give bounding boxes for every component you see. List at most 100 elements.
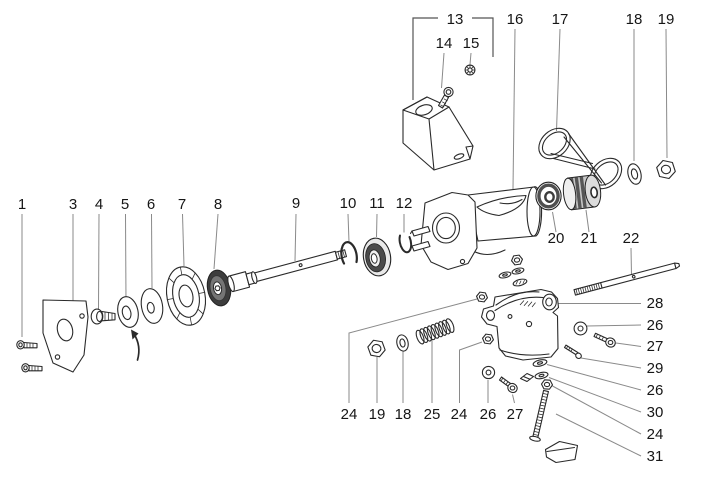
part-washer-26-right-drawing <box>573 321 588 336</box>
leader-26-right-1 <box>586 324 642 327</box>
callout-16: 16 <box>507 11 524 28</box>
callout-21: 21 <box>581 230 598 247</box>
part-snap-ring-12-drawing <box>398 234 413 254</box>
leader-19-top <box>665 28 668 159</box>
callout-25: 25 <box>424 406 441 423</box>
rotation-arrow <box>131 329 140 361</box>
callout-1: 1 <box>18 196 26 213</box>
part-rod-22-drawing <box>573 262 681 296</box>
callout-9: 9 <box>292 195 300 212</box>
leader-29 <box>580 357 642 369</box>
leader-8 <box>213 213 219 270</box>
part-bearing-11-drawing <box>362 237 392 277</box>
callout-14: 14 <box>436 35 453 52</box>
callout-12: 12 <box>396 195 413 212</box>
leader-4 <box>98 213 100 311</box>
part-screw-14-drawing <box>437 86 454 109</box>
leader-5 <box>125 213 127 304</box>
callout-28: 28 <box>647 295 664 312</box>
part-washer-6-drawing <box>140 288 164 324</box>
part-nut-19-bottom-drawing <box>367 339 386 358</box>
callout-26-right-1: 26 <box>647 317 664 334</box>
part-shaft-9-drawing <box>227 249 348 293</box>
part-screw-29-drawing <box>563 344 582 360</box>
leader-14 <box>441 52 445 89</box>
leader-30 <box>548 377 642 413</box>
leader-20 <box>552 211 557 233</box>
callout-20: 20 <box>548 230 565 247</box>
leader-10 <box>347 213 350 243</box>
part-adjust-screw-31-drawing <box>529 389 579 464</box>
leader-9 <box>294 213 297 262</box>
part-bracket-28-drawing <box>480 288 560 361</box>
leader-24-bottommid <box>459 341 483 403</box>
leader-21 <box>585 209 590 233</box>
leader-bracket-13-right <box>472 17 494 57</box>
callout-19-bottom: 19 <box>369 406 386 423</box>
part-screw-27-bottom-drawing <box>498 376 518 394</box>
part-nut-19-top-drawing <box>656 159 676 180</box>
leader-24-right <box>552 385 642 435</box>
callout-8: 8 <box>214 196 222 213</box>
part-guard-13-drawing <box>402 96 474 171</box>
callout-17: 17 <box>552 11 569 28</box>
callout-24-right: 24 <box>647 426 664 443</box>
leader-31 <box>555 413 642 457</box>
part-spring-25-drawing <box>415 318 455 345</box>
callout-6: 6 <box>147 196 155 213</box>
callout-15: 15 <box>463 35 480 52</box>
leader-15 <box>469 52 472 65</box>
part-flange-disc-7-drawing <box>165 266 207 326</box>
part-washer-18-top-drawing <box>627 163 642 185</box>
callout-3: 3 <box>69 196 77 213</box>
part-snap-ring-10-drawing <box>340 241 358 265</box>
leader-lines <box>21 17 668 457</box>
callout-11: 11 <box>369 195 385 212</box>
part-washer-5-drawing <box>117 296 139 328</box>
callout-18-bottom: 18 <box>395 406 412 423</box>
part-plate-3-drawing <box>42 299 89 373</box>
part-bolt-4-drawing <box>90 308 116 325</box>
part-nut-24-mid-drawing <box>481 333 495 345</box>
leader-27-right <box>615 342 642 347</box>
leader-27-bottom <box>512 394 515 404</box>
callout-29: 29 <box>647 360 664 377</box>
callout-30: 30 <box>647 404 664 421</box>
callout-26-right-2: 26 <box>647 382 664 399</box>
part-flat-washers-30-26-drawing <box>519 359 549 383</box>
callout-27-bottom: 27 <box>507 406 524 423</box>
callout-27-right: 27 <box>647 338 664 355</box>
callout-24-bottomleft: 24 <box>341 406 358 423</box>
callout-31: 31 <box>647 448 664 465</box>
leader-24-bottomleft <box>348 298 478 403</box>
part-screw-27-right-drawing <box>593 332 616 348</box>
part-housing-16-drawing <box>409 186 543 271</box>
leader-26-right-2 <box>546 364 642 391</box>
callout-19-top: 19 <box>658 11 675 28</box>
part-screws-1-drawing <box>16 340 43 373</box>
part-knurled-disc-8-drawing <box>206 269 232 307</box>
callout-18-top: 18 <box>626 11 643 28</box>
small-hardware-stack <box>498 254 528 287</box>
callout-22: 22 <box>623 230 640 247</box>
leader-7 <box>182 213 185 267</box>
callout-5: 5 <box>121 196 129 213</box>
callout-24-bottommid: 24 <box>451 406 468 423</box>
leader-17 <box>556 28 561 132</box>
callout-10: 10 <box>340 195 357 212</box>
leader-11 <box>376 213 378 238</box>
leader-bracket-13-left <box>412 17 438 100</box>
leader-16 <box>512 28 516 190</box>
part-star-washer-15-drawing <box>464 64 476 76</box>
part-bearing-20-drawing <box>535 181 562 211</box>
part-nut-24-lower-drawing <box>540 379 554 390</box>
part-belt-17-drawing <box>538 127 623 190</box>
callout-13: 13 <box>447 11 464 28</box>
part-nut-24-upper-drawing <box>475 291 489 303</box>
callout-26-bottom: 26 <box>480 406 497 423</box>
callout-labels: 1 3 4 5 6 7 8 9 10 11 12 13 14 15 16 17 … <box>18 11 675 465</box>
callout-4: 4 <box>95 196 103 213</box>
part-washer-26-bottom-drawing <box>481 365 496 380</box>
